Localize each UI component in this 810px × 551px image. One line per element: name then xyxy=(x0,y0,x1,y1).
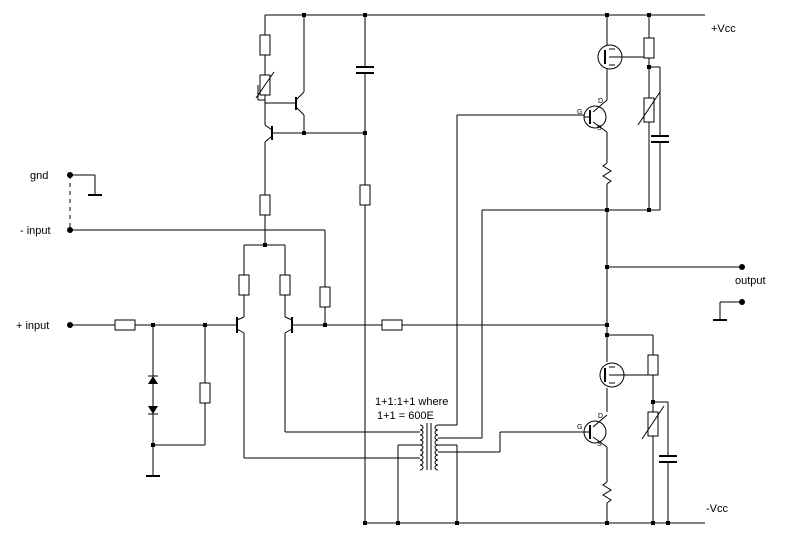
lower-gate-resistor xyxy=(647,354,659,376)
lower-source-resistor xyxy=(602,481,612,504)
input-bias-resistor xyxy=(199,382,211,404)
pos-input-label: + input xyxy=(16,320,49,332)
upper-driver-pin-d: D xyxy=(598,98,603,105)
upper-source-resistor xyxy=(602,162,612,185)
bias-network xyxy=(255,15,365,245)
upper-bias-trimmer xyxy=(643,97,655,123)
gnd-terminal xyxy=(67,172,73,178)
input-series-resistor xyxy=(114,319,136,331)
junction-dots xyxy=(151,13,670,525)
lower-driver-pin-g: G xyxy=(577,424,582,431)
lower-bias-trimmer xyxy=(647,411,659,437)
transformer-label-line1: 1+1:1+1 where xyxy=(375,396,448,408)
vas-resistor xyxy=(259,194,271,216)
neg-input-resistor xyxy=(319,286,331,308)
bias-trimmer-arrow xyxy=(255,71,275,99)
decoupling-column xyxy=(356,15,374,523)
vcc-negative-label: -Vcc xyxy=(706,503,729,515)
pos-input-terminal xyxy=(67,322,73,328)
transformer-primary xyxy=(419,424,424,471)
lower-driver-pin-s: S xyxy=(597,441,602,448)
ground-terminal-group xyxy=(69,174,102,230)
input-load-resistor-left xyxy=(238,274,250,296)
output-ground-terminal xyxy=(739,299,745,305)
gnd-label: gnd xyxy=(30,170,48,182)
vcc-positive-label: +Vcc xyxy=(711,23,736,35)
output-node xyxy=(607,266,742,321)
transformer-secondary xyxy=(434,424,439,471)
output-stage-lower: G S D xyxy=(577,325,677,523)
output-label: output xyxy=(735,275,766,287)
input-transformer: 1+1:1+1 where 1+1 = 600E xyxy=(375,114,607,523)
output-stage-upper: G S D xyxy=(577,15,669,325)
zener-diode-top xyxy=(148,376,158,384)
feedback-resistor xyxy=(359,184,371,206)
input-protection xyxy=(70,319,237,477)
lower-driver-pin-d: D xyxy=(598,413,603,420)
input-stage xyxy=(70,229,607,459)
neg-input-terminal xyxy=(67,227,73,233)
transformer-label-line2: 1+1 = 600E xyxy=(377,410,434,422)
bias-resistor-top xyxy=(259,34,271,56)
input-load-resistor-right xyxy=(279,274,291,296)
output-terminal xyxy=(739,264,745,270)
upper-driver-pin-g: G xyxy=(577,109,582,116)
neg-input-label: - input xyxy=(20,225,51,237)
upper-gate-resistor xyxy=(643,37,655,59)
upper-driver-pin-s: S xyxy=(597,125,602,132)
global-feedback-resistor xyxy=(381,319,403,331)
zener-diode-bottom xyxy=(148,406,158,414)
